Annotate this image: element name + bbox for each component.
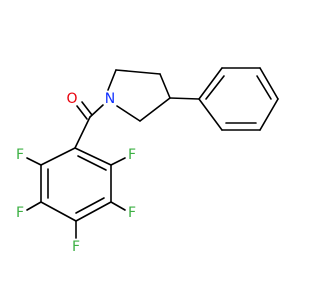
phenyl-bond-3 [259, 67, 279, 100]
bond-carbonyl-oxygen-b [81, 101, 93, 116]
fluorine-atom-label-3: F [72, 239, 80, 255]
fluorine-atom-label-4: F [16, 205, 24, 221]
bond-fluorine-2 [110, 201, 126, 211]
phenyl-bond-1 [198, 67, 223, 100]
bond-c4-phenyl [169, 97, 200, 100]
background [0, 0, 300, 300]
oxygen-atom-label: O [66, 91, 77, 107]
aryl-bond-4 [40, 201, 77, 222]
fluorine-atom-label-2: F [128, 205, 136, 221]
bond-carbonyl-nitrogen [89, 104, 104, 118]
aryl-bond-1-inner [77, 155, 107, 171]
aryl-bond-1 [74, 147, 112, 166]
molecule-structure: O N F F F F F [0, 0, 300, 300]
bond-fluorine-4 [26, 201, 42, 211]
nitrogen-atom-label: N [105, 91, 115, 107]
bond-c4-c5 [139, 97, 171, 122]
phenyl-bond-3-inner [256, 75, 272, 100]
phenyl-bond-4 [259, 98, 279, 131]
bond-nitrogen-c2 [107, 69, 117, 91]
bond-carbonyl-aryl [74, 116, 91, 149]
bond-carbonyl-oxygen-a [76, 105, 88, 120]
phenyl-bond-1-inner [205, 75, 225, 100]
aryl-bond-6 [40, 147, 76, 166]
bond-fluorine-5 [26, 157, 42, 166]
bond-c5-nitrogen [116, 105, 141, 122]
fluorine-atom-label-1: F [128, 147, 136, 163]
bond-fluorine-1 [110, 157, 126, 166]
phenyl-bond-6 [198, 98, 223, 131]
bond-c3-c4 [159, 73, 171, 99]
aryl-bond-3 [75, 201, 112, 222]
fluorine-atom-label-5: F [16, 147, 24, 163]
bond-c2-c3 [115, 69, 161, 75]
aryl-bond-3-inner [75, 197, 105, 214]
